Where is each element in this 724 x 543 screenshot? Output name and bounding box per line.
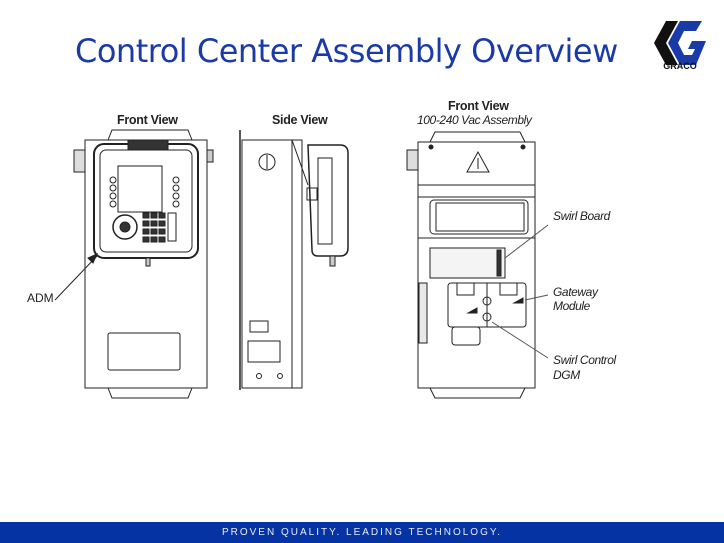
warning-icon bbox=[466, 150, 490, 173]
slide-title: Control Center Assembly Overview bbox=[75, 32, 618, 70]
swirl-control-callout-line2: DGM bbox=[553, 368, 580, 382]
front-vac-subheading: 100-240 Vac Assembly bbox=[417, 113, 532, 127]
side-view-drawing bbox=[239, 130, 349, 390]
footer-tagline: PROVEN QUALITY. LEADING TECHNOLOGY. bbox=[0, 522, 724, 543]
side-view-heading: Side View bbox=[272, 113, 328, 127]
graco-logo bbox=[654, 21, 706, 65]
gateway-callout-line1: Gateway bbox=[553, 285, 598, 299]
swirl-board-callout: Swirl Board bbox=[553, 209, 610, 223]
front-vac-heading: Front View bbox=[448, 99, 509, 113]
front-vac-drawing bbox=[406, 131, 549, 399]
gateway-callout-line2: Module bbox=[553, 299, 590, 313]
swirl-control-callout-line1: Swirl Control bbox=[553, 353, 616, 367]
front-view-drawing bbox=[54, 129, 214, 399]
logo-text: GRACO bbox=[663, 61, 697, 71]
front-view-heading: Front View bbox=[117, 113, 178, 127]
adm-callout: ADM bbox=[27, 291, 54, 305]
